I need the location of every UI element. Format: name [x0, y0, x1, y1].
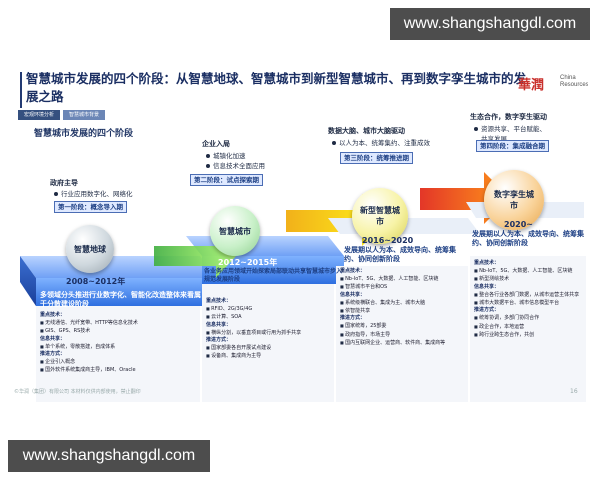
detail-item: 横纵分割，以垂直项目或行用为抓手共享 — [206, 329, 334, 337]
stage-1-label: 第一阶段：概念导入期 — [54, 201, 127, 213]
bullet-icon — [206, 154, 210, 158]
detail-heading: 信息共享： — [40, 335, 66, 342]
bullet-icon — [332, 141, 336, 145]
detail-heading: 推进方式： — [474, 307, 500, 314]
stage-1-summary: 多领域分头推进行业数字化、智能化改造整体来看属于分散建设阶段 — [40, 291, 201, 308]
step-1-front — [36, 278, 216, 306]
detail-item: 国家部委各自开展试点建设 — [206, 344, 334, 352]
detail-heading: 信息共享： — [206, 321, 232, 328]
stage-3-intro-item: 以人为本、统筹集约、注重成效 — [332, 137, 430, 147]
detail-item: 政府指导，市场主导 — [340, 331, 466, 339]
stage-1-circle: 智慧地球 — [66, 225, 114, 273]
stage-2-detail-panel: 重点技术：RFID、2G/3G/4G云计算、SOA信息共享：横纵分割，以垂直项目… — [206, 298, 334, 361]
bullet-icon — [206, 164, 210, 168]
stage-1-period: 2008~2012年 — [66, 277, 126, 286]
detail-heading: 推进方式： — [40, 351, 66, 358]
detail-item: Nb-IoT、5G、大数据、人工智能、区块链 — [474, 267, 586, 275]
stage-1-intro-title: 政府主导 — [50, 179, 78, 187]
stage-2-period: 2012~2015年 — [218, 258, 278, 267]
footer-copyright: ©华润（集团）有限公司 本材料仅供内部使用，禁止翻印 — [14, 389, 141, 395]
stage-4-label: 第四阶段：集成融合期 — [476, 140, 549, 152]
detail-item: 云计算、SOA — [206, 313, 334, 321]
stage-4-circle-text: 数字孪生城市 — [494, 190, 534, 210]
detail-item: 整合各行业各部门数据，从城市运营主体共享 — [474, 291, 586, 299]
detail-item: Nb-IoT、5G、大数据、人工智能、区块链 — [340, 275, 466, 283]
stage-4-period: 2020~ — [504, 220, 533, 229]
detail-heading: 推进方式： — [206, 337, 232, 344]
company-logo: 華潤 China Resources — [518, 74, 588, 100]
stage-2-label: 第二阶段：试点探索期 — [190, 174, 263, 186]
breadcrumb-item-active: 智慧城市背景 — [63, 110, 106, 120]
detail-heading: 推进方式： — [340, 315, 366, 322]
detail-item: 系统级横联合、集成为主、城市大脑 — [340, 299, 466, 307]
detail-heading: 重点技术： — [206, 298, 232, 304]
detail-item: 企业引入概念 — [40, 358, 200, 366]
stage-3-circle-text: 新型智慧城市 — [360, 206, 400, 226]
detail-heading: 重点技术： — [40, 312, 66, 318]
stage-4-intro-title: 生态合作，数字孪生驱动 — [470, 113, 547, 121]
stage-2-intro-item-1: 城镇化加速 — [206, 150, 246, 160]
stage-4-intro-item-2: 共享发展 — [481, 135, 507, 143]
logo-mark: 華潤 — [518, 78, 545, 93]
section-subtitle: 智慧城市发展的四个阶段 — [34, 129, 134, 139]
detail-item: 跨行业跨生态合作，共创 — [474, 331, 586, 339]
slide-title: 智慧城市发展的四个阶段：从智慧地球、智慧城市到新型智慧城市、再到数字孪生城市的发… — [26, 71, 527, 104]
slide: 智慧城市发展的四个阶段：从智慧地球、智慧城市到新型智慧城市、再到数字孪生城市的发… — [10, 70, 588, 402]
detail-item: 政企合作，本地运营 — [474, 323, 586, 331]
detail-heading: 重点技术： — [474, 260, 500, 266]
stage-2-summary: 各业务应用领域开始探索局部联动共享智慧城市步入规范发展阶段 — [204, 268, 343, 283]
breadcrumb-item: 宏观环境分析 — [18, 110, 61, 120]
detail-item: 依智能共享 — [340, 307, 466, 315]
detail-item: 城市大数据平台、城市信息模型平台 — [474, 299, 586, 307]
stage-2-intro-title: 企业入局 — [202, 140, 230, 148]
title-accent-bar — [20, 72, 22, 108]
stage-1-intro-item: 行业应用数字化、网络化 — [54, 188, 133, 198]
stage-2-circle: 智慧城市 — [210, 206, 260, 256]
detail-item: 国内互联网企业、运营商、软件商、集成商等 — [340, 339, 466, 347]
watermark-banner-top: www.shangshangdl.com — [390, 8, 590, 40]
detail-item: RFID、2G/3G/4G — [206, 305, 334, 313]
page-number: 16 — [570, 388, 578, 395]
stage-4-intro-item-1: 资源共享、平台赋能、 — [474, 123, 546, 133]
stage-3-detail-panel: 重点技术：Nb-IoT、5G、大数据、人工智能、区块链智慧城市平台和OS信息共享… — [340, 268, 466, 347]
bullet-icon — [474, 127, 478, 131]
arrow-green — [154, 232, 236, 278]
breadcrumb: 宏观环境分析 智慧城市背景 — [18, 110, 106, 120]
stage-4-summary: 发展期以人为本、成效导向、统筹集约、协同创新阶段 — [472, 230, 584, 247]
step-2-front — [202, 256, 344, 284]
detail-item: 统筹协调，多部门协同合作 — [474, 314, 586, 322]
stage-1-detail-panel: 重点技术：无线通信、光纤宽带、HTTP等信息化技术GIS、GPS、RS技术信息共… — [40, 312, 200, 375]
detail-item: GIS、GPS、RS技术 — [40, 327, 200, 335]
step-1-side — [20, 256, 36, 306]
detail-heading: 信息共享： — [340, 291, 366, 298]
detail-item: 智慧城市平台和OS — [340, 283, 466, 291]
detail-item: 无线通信、光纤宽带、HTTP等信息化技术 — [40, 319, 200, 327]
detail-item: 设备商、集成商为主导 — [206, 352, 334, 360]
stage-3-intro-title: 数据大脑、城市大脑驱动 — [328, 127, 405, 135]
watermark-banner-bottom: www.shangshangdl.com — [8, 440, 210, 472]
detail-item: 国家统筹，25部委 — [340, 322, 466, 330]
stage-3-label: 第三阶段：统筹推进期 — [340, 152, 413, 164]
stage-4-detail-panel: 重点技术：Nb-IoT、5G、大数据、人工智能、区块链新型测绘技术信息共享：整合… — [474, 260, 586, 339]
stage-3-summary: 发展期以人为本、成效导向、统筹集约、协同创新阶段 — [344, 246, 456, 263]
logo-subtext: China Resources — [560, 75, 588, 88]
stage-3-circle: 新型智慧城市 — [352, 188, 408, 244]
detail-item: 新型测绘技术 — [474, 275, 586, 283]
detail-heading: 重点技术： — [340, 268, 366, 274]
stage-2-intro-item-2: 信息技术全面应用 — [206, 160, 265, 170]
detail-panel-2-bg — [202, 284, 334, 402]
detail-item: 国外软件系统集成商主导，IBM、Oracle — [40, 366, 200, 374]
detail-heading: 信息共享： — [474, 283, 500, 290]
stage-4-circle: 数字孪生城市 — [484, 170, 544, 230]
detail-item: 单个系统，零散搭建，自成体系 — [40, 343, 200, 351]
stage-3-period: 2016~2020 — [362, 236, 414, 245]
bullet-icon — [54, 192, 58, 196]
